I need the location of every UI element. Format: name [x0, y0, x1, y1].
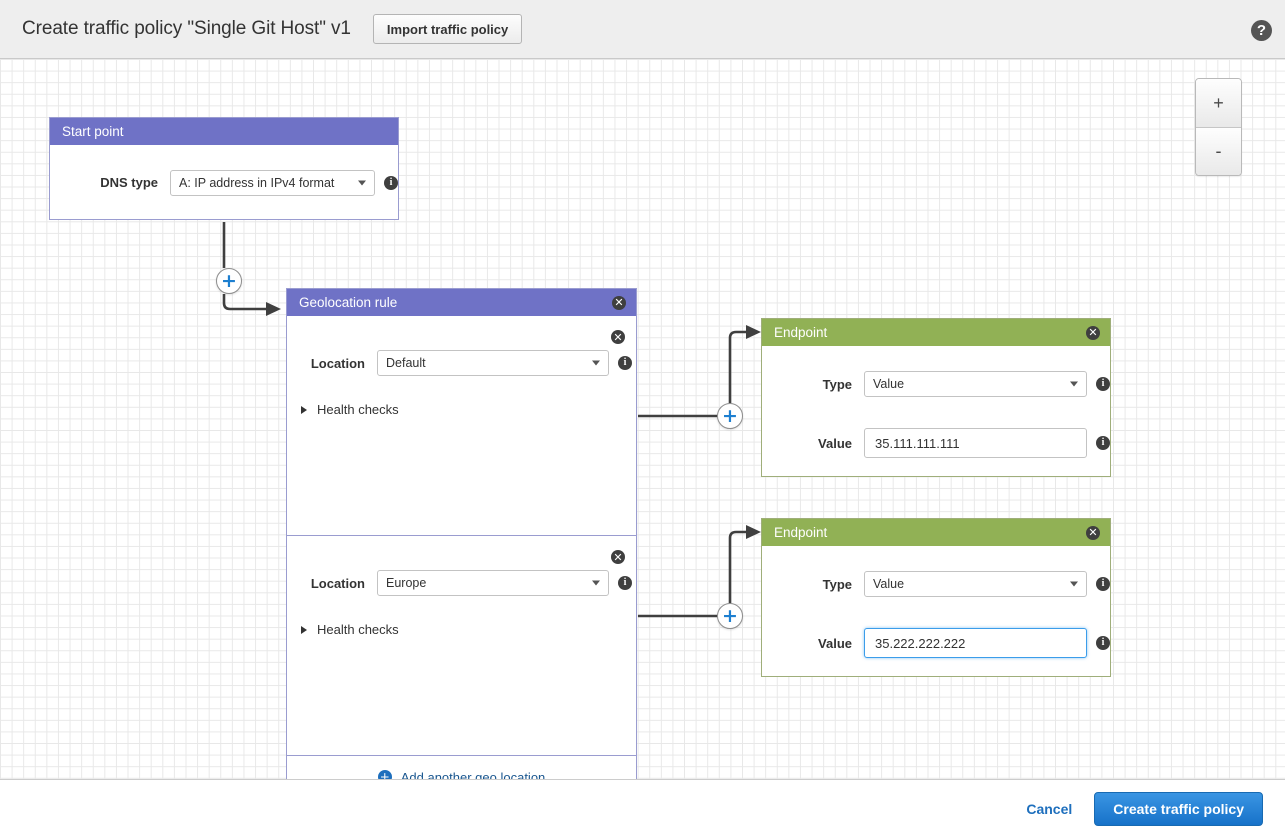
endpoint-value-text: 35.222.222.222	[875, 635, 966, 651]
location-select[interactable]: Europe	[377, 570, 609, 596]
plus-circle-icon: +	[377, 770, 392, 779]
location-value: Europe	[386, 576, 427, 590]
start-point-header: Start point	[50, 118, 398, 145]
chevron-down-icon	[1070, 381, 1078, 387]
chevron-down-icon	[592, 360, 600, 366]
endpoint-value-text: 35.111.111.111	[875, 435, 960, 451]
help-icon[interactable]: ?	[1251, 20, 1272, 41]
top-toolbar: Create traffic policy "Single Git Host" …	[0, 0, 1285, 59]
geolocation-rule-title: Geolocation rule	[299, 295, 398, 310]
chevron-down-icon	[358, 180, 366, 185]
remove-geo-location-icon[interactable]: ✕	[611, 330, 625, 344]
chevron-down-icon	[1070, 581, 1078, 587]
geo-location-section: ✕ Location Europe i Health checks	[287, 536, 636, 756]
add-geo-location-label: Add another geo location	[400, 769, 546, 780]
location-info-icon[interactable]: i	[618, 356, 632, 370]
endpoint-type-select[interactable]: Value	[864, 571, 1087, 597]
health-checks-toggle[interactable]: Health checks	[287, 596, 636, 637]
health-checks-label: Health checks	[317, 622, 399, 637]
endpoint-value-label: Value	[818, 435, 852, 451]
endpoint-value-label: Value	[818, 635, 852, 651]
endpoint-node[interactable]: Endpoint ✕ Type Value i 35.222.222.222 i…	[761, 518, 1111, 677]
location-label: Location	[310, 575, 365, 591]
chevron-right-icon	[301, 625, 307, 634]
start-point-title: Start point	[62, 124, 124, 139]
footer-action-bar: Cancel Create traffic policy	[0, 779, 1285, 838]
dns-type-value: A: IP address in IPv4 format	[179, 175, 335, 190]
endpoint-value-info-icon[interactable]: i	[1096, 436, 1110, 450]
endpoint-type-label: Type	[822, 376, 852, 392]
dns-type-label: DNS type	[100, 175, 158, 190]
endpoint-type-info-icon[interactable]: i	[1096, 577, 1110, 591]
health-checks-label: Health checks	[317, 402, 399, 417]
dns-type-select[interactable]: A: IP address in IPv4 format	[170, 169, 375, 196]
chevron-right-icon	[301, 405, 307, 414]
endpoint-header: Endpoint ✕	[762, 319, 1110, 346]
endpoint-type-label: Type	[822, 576, 852, 592]
remove-geo-location-icon[interactable]: ✕	[611, 550, 625, 564]
location-select[interactable]: Default	[377, 350, 609, 376]
endpoint-type-value: Value	[873, 577, 905, 591]
add-node-button[interactable]: +	[717, 603, 743, 629]
endpoint-value-input[interactable]: 35.222.222.222	[864, 628, 1087, 658]
connector-lines	[222, 222, 761, 618]
policy-canvas[interactable]: + - Start point DNS type A: IP address i…	[0, 59, 1285, 779]
endpoint-type-select[interactable]: Value	[864, 371, 1087, 397]
zoom-in-button[interactable]: +	[1196, 79, 1241, 127]
zoom-out-button[interactable]: -	[1196, 127, 1241, 175]
import-traffic-policy-button[interactable]: Import traffic policy	[372, 14, 523, 44]
create-traffic-policy-button[interactable]: Create traffic policy	[1094, 792, 1263, 826]
chevron-down-icon	[592, 580, 600, 586]
endpoint-node[interactable]: Endpoint ✕ Type Value i Value 35.111.111…	[761, 318, 1111, 477]
close-icon[interactable]: ✕	[612, 295, 626, 310]
location-value: Default	[386, 356, 426, 370]
endpoint-title: Endpoint	[774, 325, 828, 340]
add-node-button[interactable]: +	[717, 403, 743, 429]
start-point-node[interactable]: Start point DNS type A: IP address in IP…	[49, 117, 399, 220]
endpoint-type-info-icon[interactable]: i	[1096, 377, 1110, 391]
canvas-zoom-controls[interactable]: + -	[1195, 78, 1242, 176]
health-checks-toggle[interactable]: Health checks	[287, 376, 636, 417]
geolocation-rule-node[interactable]: Geolocation rule ✕ ✕ Location Default i …	[286, 288, 637, 779]
close-icon[interactable]: ✕	[1086, 325, 1100, 340]
endpoint-title: Endpoint	[774, 525, 828, 540]
page-title: Create traffic policy "Single Git Host" …	[22, 18, 351, 39]
location-info-icon[interactable]: i	[618, 576, 632, 590]
endpoint-value-info-icon[interactable]: i	[1096, 636, 1110, 650]
cancel-button[interactable]: Cancel	[1026, 801, 1073, 817]
endpoint-type-value: Value	[873, 377, 905, 391]
close-icon[interactable]: ✕	[1086, 525, 1100, 540]
add-node-button[interactable]: +	[216, 268, 242, 294]
add-another-geo-location-button[interactable]: + Add another geo location	[287, 756, 636, 779]
location-label: Location	[310, 355, 365, 371]
geolocation-rule-header: Geolocation rule ✕	[287, 289, 636, 316]
dns-type-info-icon[interactable]: i	[384, 175, 398, 190]
endpoint-value-input[interactable]: 35.111.111.111	[864, 428, 1087, 458]
geo-location-section: ✕ Location Default i Health checks	[287, 316, 636, 536]
endpoint-header: Endpoint ✕	[762, 519, 1110, 546]
start-point-body: DNS type A: IP address in IPv4 format i	[50, 145, 398, 220]
